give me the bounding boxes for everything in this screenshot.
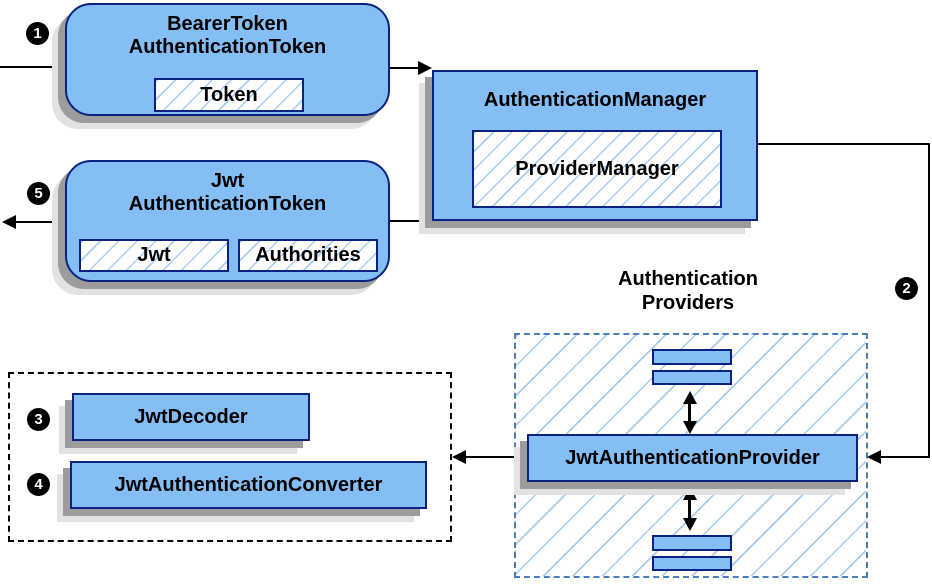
jwt-authentication-provider-label: JwtAuthenticationProvider — [565, 446, 820, 469]
provider-stack-bar — [652, 556, 732, 571]
bearer-to-manager-arrowhead — [418, 61, 432, 75]
double-arrow-up-icon — [683, 487, 697, 500]
double-arrow-shaft — [688, 499, 691, 520]
outgoing-result-arrowhead — [2, 215, 16, 229]
jwt-decoder-label: JwtDecoder — [134, 405, 248, 428]
jwt-token-title-line2: AuthenticationToken — [128, 193, 327, 215]
jwt-decoder-box: JwtDecoder — [72, 393, 310, 441]
manager-to-providers-line-vertical — [928, 143, 930, 458]
step-3-badge: 3 — [27, 408, 50, 431]
authentication-providers-label-line1: Authentication — [618, 268, 758, 290]
double-arrow-down-icon — [683, 421, 697, 434]
bearer-token-title-line1: BearerToken — [167, 13, 288, 35]
manager-to-providers-arrowhead — [867, 450, 881, 464]
double-arrow-down-icon — [683, 518, 697, 531]
step-1-badge: 1 — [26, 22, 49, 45]
jwt-authentication-provider-box: JwtAuthenticationProvider — [527, 434, 858, 482]
jwt-token-title-line1: Jwt — [210, 170, 245, 192]
bearer-token-title-line2: AuthenticationToken — [128, 36, 327, 58]
manager-to-jwt-token-line — [390, 220, 432, 222]
incoming-request-line — [0, 66, 65, 68]
token-chip: Token — [154, 78, 304, 112]
authentication-providers-label: Authentication Providers — [588, 267, 788, 315]
step-4-badge: 4 — [27, 473, 50, 496]
provider-manager-chip: ProviderManager — [472, 130, 722, 208]
decoder-converter-region — [8, 372, 452, 542]
double-arrow-up-icon — [683, 391, 697, 404]
jwt-authentication-token-box: Jwt AuthenticationToken Jwt Authorities — [65, 160, 390, 282]
manager-to-providers-line-bottom — [880, 456, 930, 458]
step-2-badge: 2 — [895, 277, 918, 300]
outgoing-result-line — [14, 221, 65, 223]
step-5-badge: 5 — [27, 182, 50, 205]
double-arrow-shaft — [688, 403, 691, 422]
provider-to-decoder-line — [465, 456, 527, 458]
provider-to-decoder-arrowhead — [452, 450, 466, 464]
provider-stack-bar — [652, 535, 732, 551]
authorities-chip: Authorities — [238, 239, 378, 272]
jwt-chip: Jwt — [79, 239, 229, 272]
authentication-manager-box: AuthenticationManager ProviderManager — [432, 70, 758, 221]
bearer-to-manager-line — [390, 67, 420, 69]
authentication-providers-label-line2: Providers — [641, 292, 735, 314]
bearer-token-authentication-token-box: BearerToken AuthenticationToken Token — [65, 3, 390, 116]
manager-to-providers-line-top — [758, 143, 930, 145]
provider-stack-bar — [652, 349, 732, 365]
provider-stack-bar — [652, 370, 732, 385]
jwt-authentication-converter-label: JwtAuthenticationConverter — [114, 473, 383, 496]
jwt-authentication-converter-box: JwtAuthenticationConverter — [70, 461, 427, 509]
authentication-manager-title: AuthenticationManager — [483, 89, 707, 111]
